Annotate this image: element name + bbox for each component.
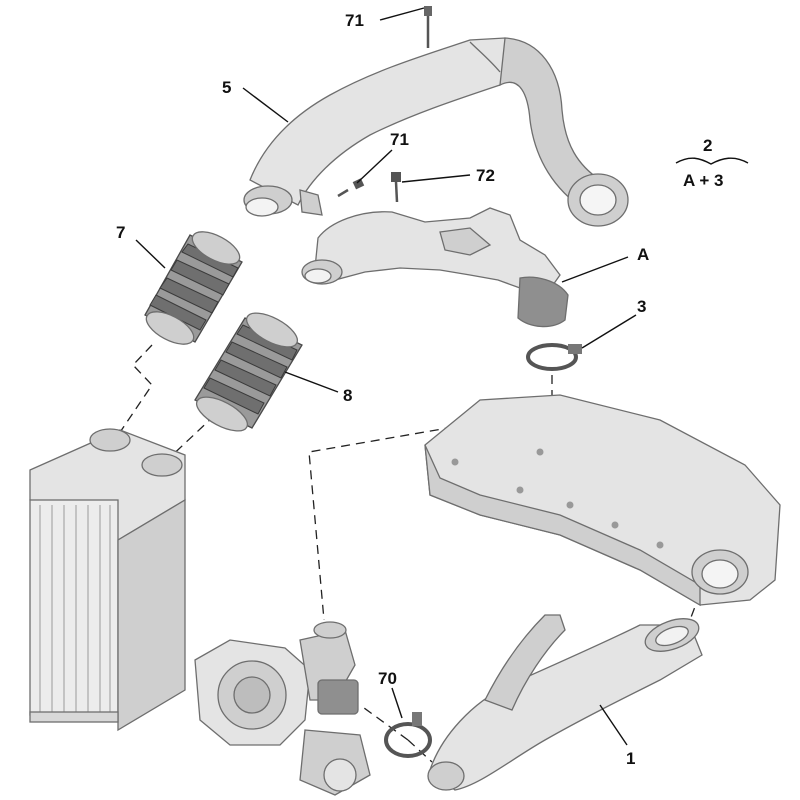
callout-7: 7 (116, 223, 125, 242)
leader-1 (599, 704, 628, 746)
turbocharger (194, 621, 371, 796)
callout-71-mid: 71 (390, 130, 409, 149)
leader-7 (135, 239, 166, 269)
callout-2-subtitle: A + 3 (683, 171, 723, 190)
lower-pipe-1 (427, 614, 703, 791)
inlet-duct-a (301, 207, 569, 328)
bolt-72 (391, 172, 401, 203)
leader-5 (242, 87, 289, 123)
leader-71-top (379, 7, 425, 21)
callout-a: A (637, 245, 649, 264)
bolt-71-mid (337, 178, 365, 198)
dash-clamp3-turbo (308, 375, 553, 621)
leader-lines (135, 7, 749, 746)
dash-hose7-intercooler (107, 344, 153, 451)
dash-clamp70-turbo (359, 704, 409, 741)
engine-cover (424, 394, 781, 607)
callout-2: 2 (703, 136, 712, 155)
hose-8 (194, 312, 303, 432)
callout-labels: 71 5 71 72 2 A + 3 7 A 3 8 70 1 (116, 11, 723, 768)
callout-1: 1 (626, 749, 635, 768)
hose-7 (144, 231, 243, 345)
clamp-70 (384, 712, 432, 758)
leader-3 (581, 314, 637, 349)
callout-5: 5 (222, 78, 231, 97)
callout-72: 72 (476, 166, 495, 185)
callout-3: 3 (637, 297, 646, 316)
dash-hose8-intercooler (164, 414, 216, 463)
intercooler (29, 428, 186, 732)
callout-70: 70 (378, 669, 397, 688)
leader-71-mid (356, 149, 393, 184)
leader-a (561, 256, 629, 283)
leader-70 (391, 687, 403, 719)
callout-71-top: 71 (345, 11, 364, 30)
leader-72 (401, 174, 471, 183)
leader-8 (284, 371, 339, 393)
clamp-3 (526, 343, 582, 371)
bolt-71-top (424, 6, 432, 48)
brace-2 (675, 157, 749, 165)
callout-8: 8 (343, 386, 352, 405)
dash-clamp70-pipe1 (407, 739, 433, 763)
charge-air-tube-5 (243, 37, 629, 227)
